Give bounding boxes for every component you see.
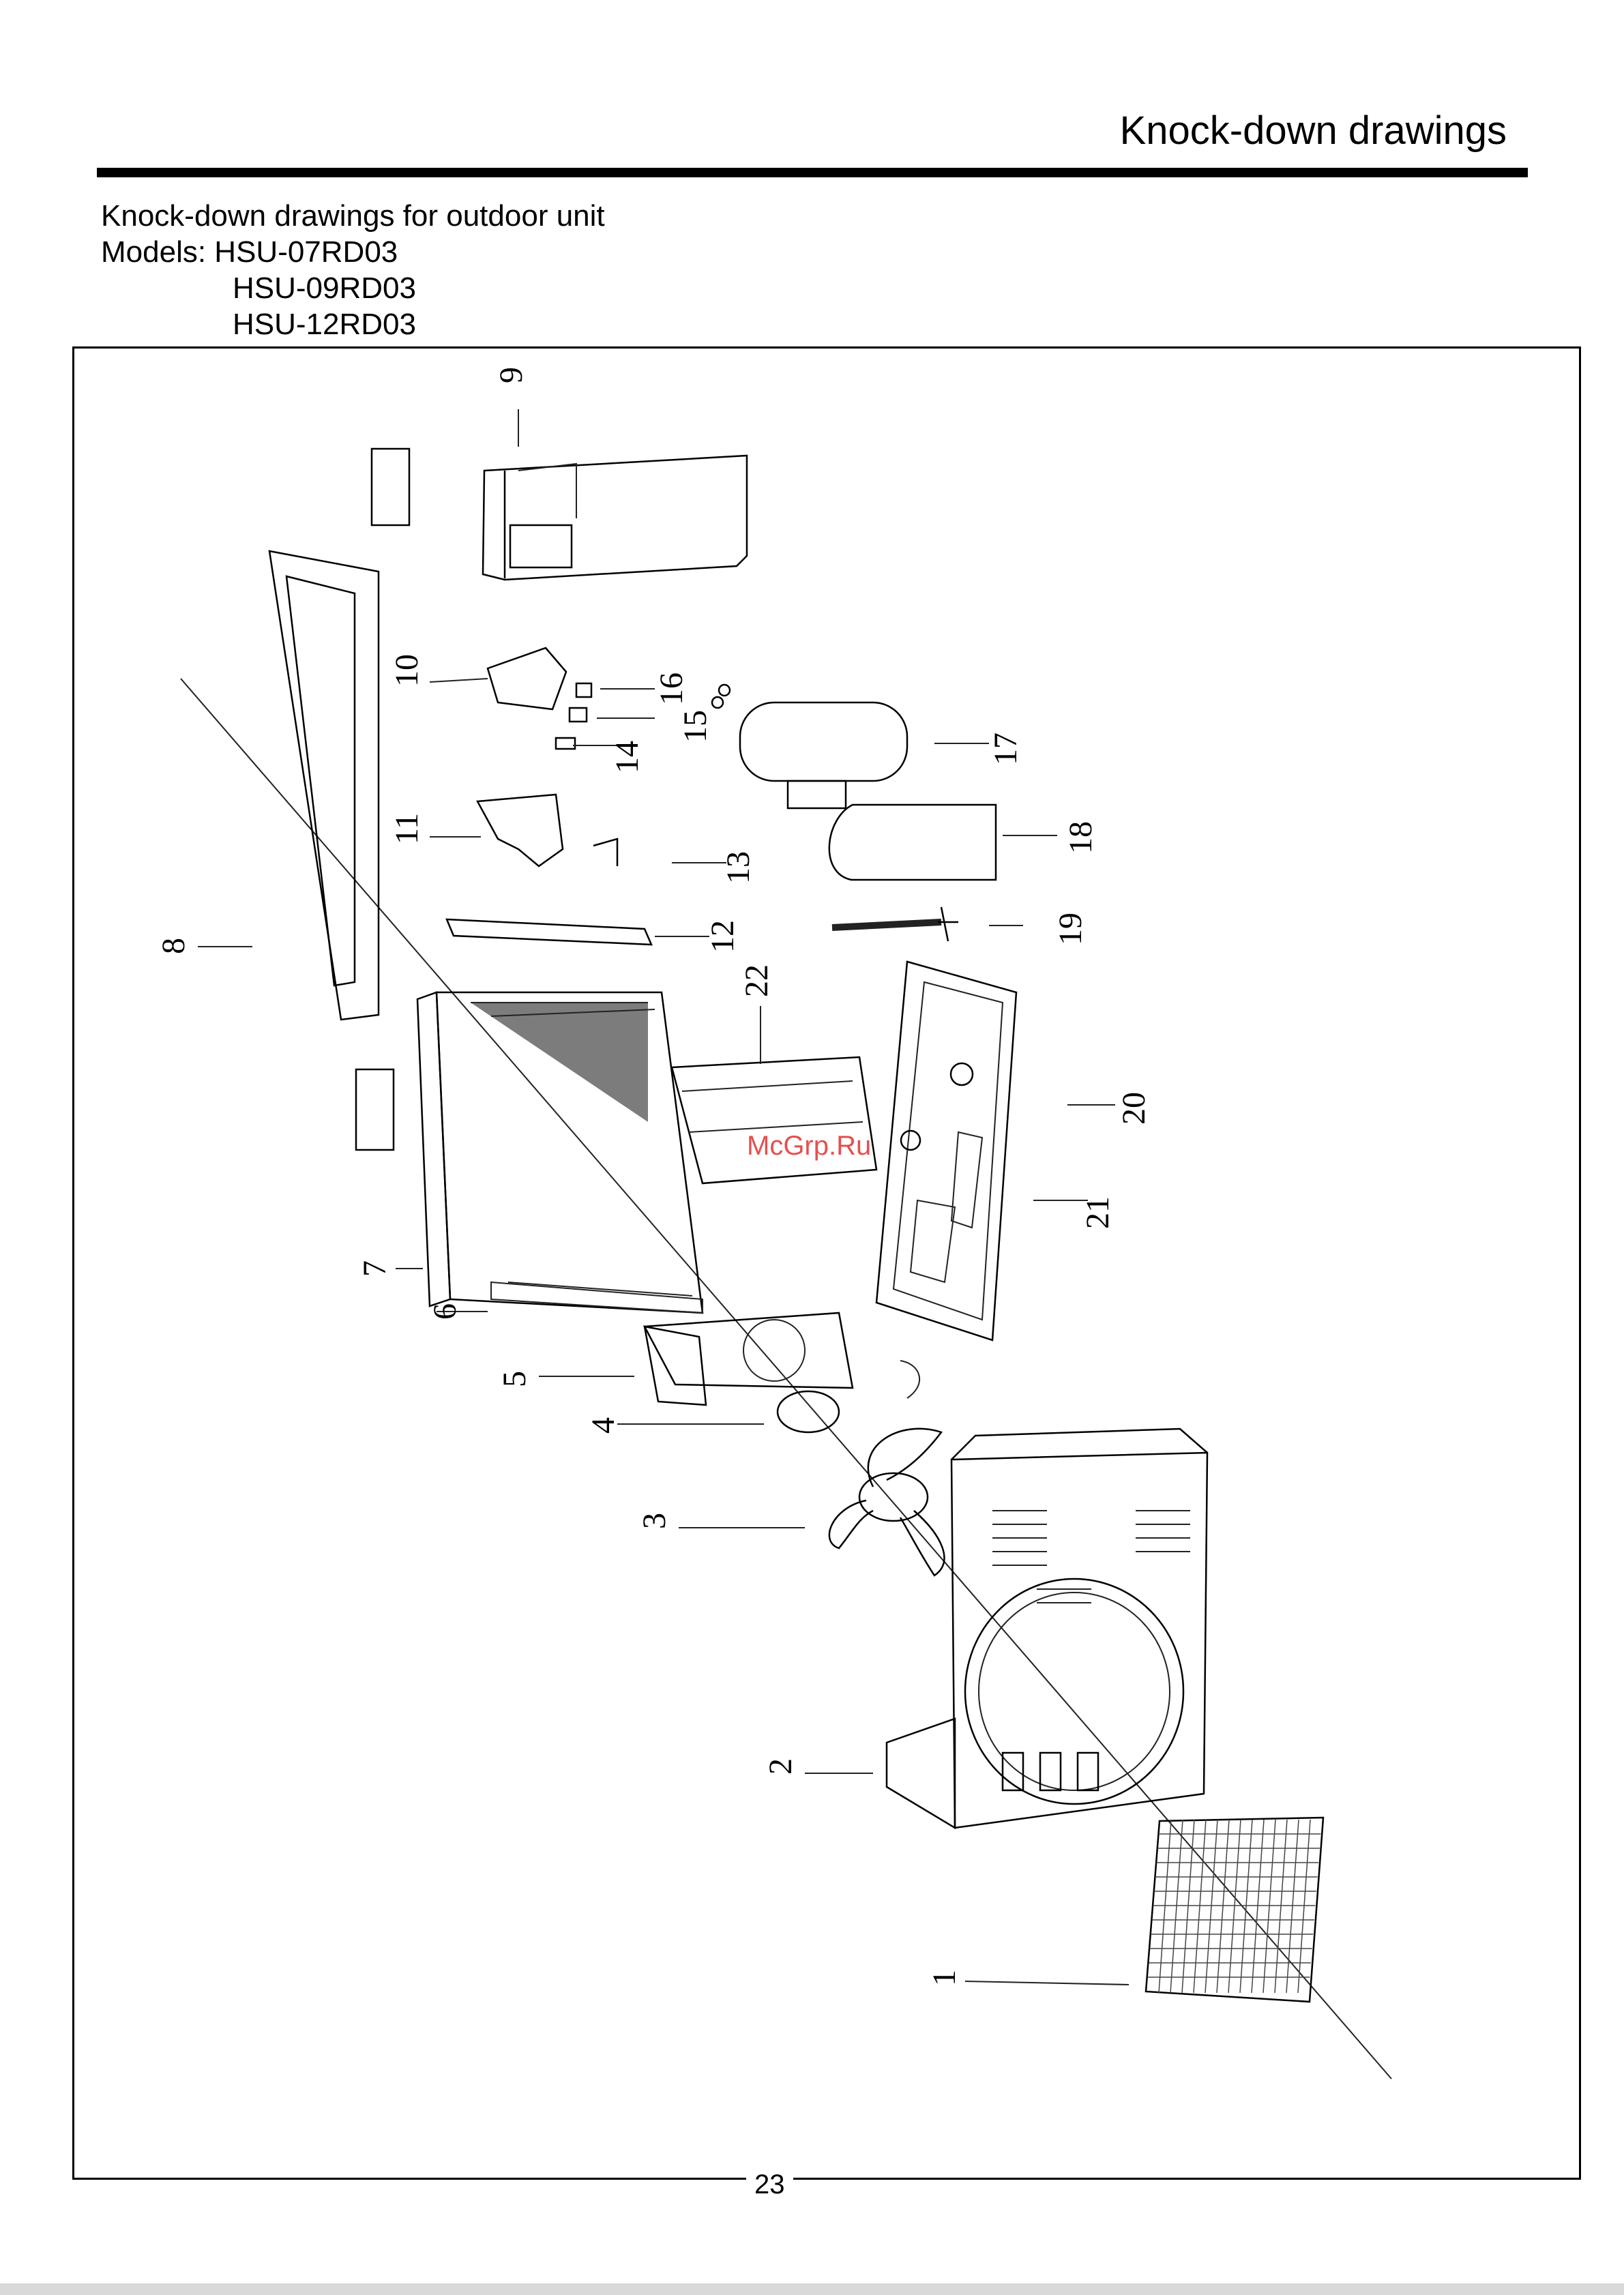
part-20-21-base-chassis [876,962,1016,1340]
grille-bar [1217,1820,1229,1993]
part-1-grille [1146,1818,1323,2002]
grille-bar [1182,1820,1194,1993]
grille-bar [1286,1820,1299,1993]
part-17-compressor [740,702,907,808]
grille-bar [1159,1820,1171,1993]
part-10-bracket [488,648,566,709]
callout-13: 13 [720,851,756,884]
part-19-heater [832,907,958,941]
callout-9: 9 [493,367,529,383]
callout-12: 12 [705,920,741,953]
part-11-valve-assembly [477,795,563,866]
part-9-top-cover [483,456,747,580]
grille-bar [1194,1820,1206,1993]
callout-17: 17 [988,732,1024,765]
callout-22: 22 [739,964,775,997]
callout-18: 18 [1063,821,1099,854]
part-6-7-condenser [417,992,703,1313]
callout-10: 10 [389,654,425,687]
callout-6: 6 [427,1303,463,1320]
part-3-fan-blade [829,1429,945,1575]
part-2-front-panel [887,1429,1207,1828]
part-5-motor-bracket [645,1313,853,1405]
watermark: McGrp.Ru [747,1131,871,1161]
callout-15: 15 [677,710,713,743]
callout-21: 21 [1080,1196,1116,1229]
callout-1: 1 [926,1970,962,1986]
grille-bar [1275,1820,1287,1993]
callout-4: 4 [585,1417,621,1434]
callout-11: 11 [389,813,425,844]
callout-5: 5 [497,1371,533,1387]
leader-lines [198,409,1129,1985]
part-12-bracket [447,919,651,945]
grille-bar [1252,1820,1264,1993]
grille-bar [1263,1820,1275,1993]
page-number: 23 [746,2170,793,2200]
callout-16: 16 [653,672,690,705]
callout-7: 7 [357,1260,393,1277]
grille-bar [1228,1820,1241,1993]
callout-20: 20 [1116,1092,1152,1125]
part-13-pipe [593,839,617,866]
part-22-partition [672,1057,876,1183]
callout-19: 19 [1052,913,1089,945]
callout-2: 2 [763,1758,799,1775]
part-4-motor [778,1361,919,1432]
part-18-insulation [829,805,996,880]
grille-bar [1205,1820,1217,1993]
callout-labels: 1 2 3 4 5 6 7 8 9 10 11 12 13 14 15 16 1… [156,367,1152,1986]
part-8-side-panel [269,449,409,1150]
callout-14: 14 [609,741,645,773]
footer-bar [0,2283,1624,2295]
callout-8: 8 [156,938,192,954]
callout-3: 3 [636,1513,673,1529]
grille-bar [1170,1820,1183,1993]
grille-bar [1298,1820,1310,1993]
